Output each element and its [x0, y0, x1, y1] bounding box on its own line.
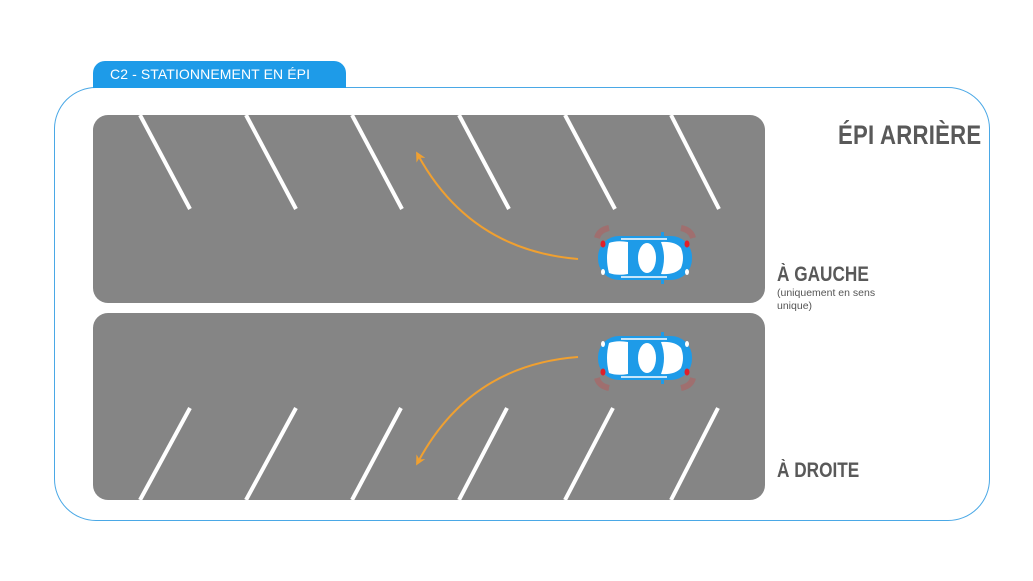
arrow-left-icon: [416, 151, 579, 260]
road-top: [93, 115, 765, 303]
diagram-frame: [54, 87, 990, 521]
label-left: À GAUCHE: [777, 263, 869, 286]
label-right: À DROITE: [777, 459, 860, 482]
road-bottom: [93, 313, 765, 500]
car-bottom-icon: [594, 331, 696, 391]
section-tab: C2 - STATIONNEMENT EN ÉPI: [93, 61, 346, 88]
car-top-icon: [594, 225, 696, 285]
label-left-note: (uniquement en sens unique): [777, 287, 876, 312]
diagram-title: ÉPI ARRIÈRE: [838, 120, 982, 150]
arrow-right-icon: [416, 356, 579, 466]
parking-stripes-bottom: [138, 407, 720, 501]
parking-stripes-top: [138, 114, 721, 210]
